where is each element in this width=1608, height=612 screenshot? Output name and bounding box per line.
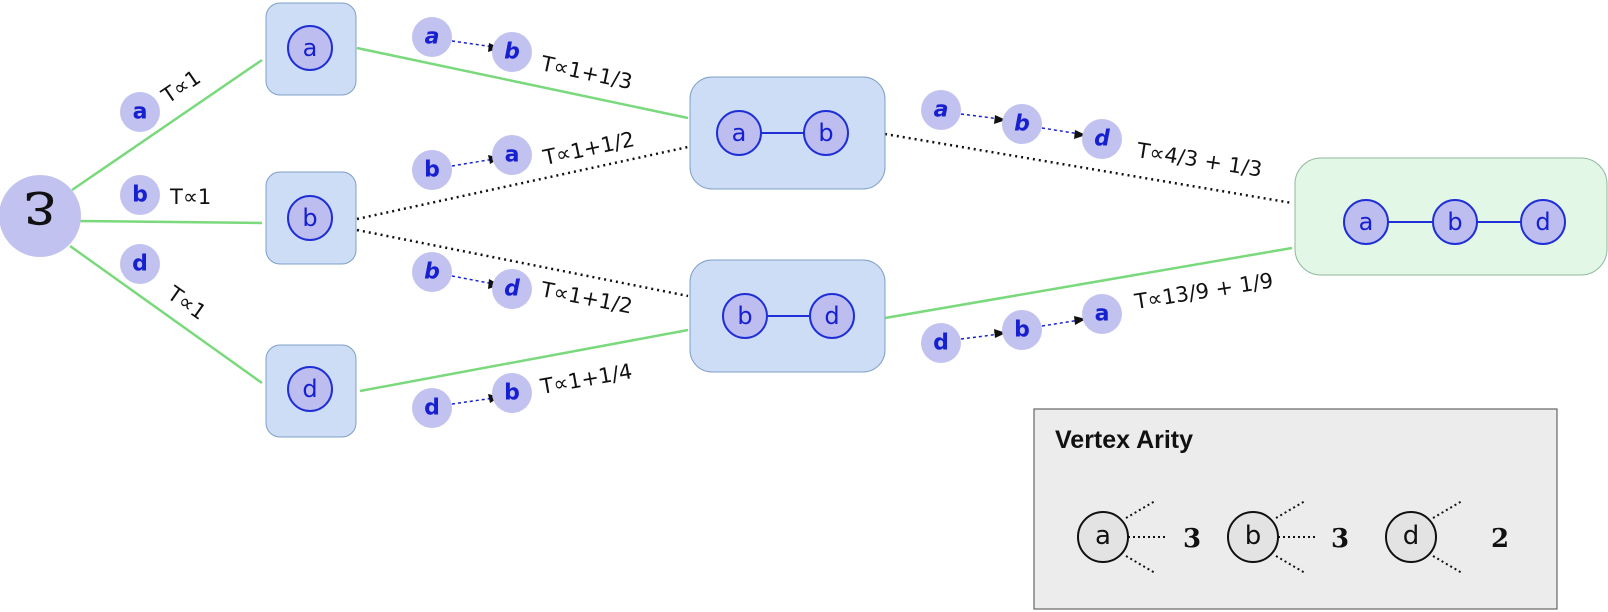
state-b: b bbox=[265, 171, 357, 265]
state-b-vertex: b bbox=[302, 204, 317, 232]
legend: Vertex Arity a 3 b 3 d 2 bbox=[1033, 408, 1558, 610]
edge-b-ab bbox=[356, 145, 689, 221]
edge-d-bd bbox=[359, 328, 689, 393]
cost-b-bd: T∝1+1/2 bbox=[538, 277, 634, 318]
legend-item-d: d 2 bbox=[1385, 500, 1509, 574]
legend-arity-b: 3 bbox=[1331, 524, 1349, 554]
blob-eps-d: d bbox=[132, 252, 148, 277]
legend-vertex-a: a bbox=[1095, 521, 1111, 551]
sequence-a-b-top: a b bbox=[412, 17, 532, 72]
state-d: d bbox=[265, 344, 357, 438]
seq2-a: a bbox=[505, 143, 520, 168]
seq1-a: a bbox=[425, 25, 440, 50]
state-bd: b d bbox=[689, 259, 886, 373]
epsilon-symbol: ε bbox=[24, 178, 56, 251]
seq1-b: b bbox=[504, 40, 520, 65]
state-a-vertex: a bbox=[303, 34, 318, 62]
cost-b-ab: T∝1+1/2 bbox=[540, 127, 637, 170]
blob-eps-b: b bbox=[132, 183, 148, 208]
cost-ab-abd: T∝4/3 + 1/3 bbox=[1134, 138, 1264, 182]
sequence-d-b-a: d b a bbox=[921, 294, 1122, 363]
state-d-vertex: d bbox=[302, 375, 317, 403]
epsilon-root: ε bbox=[0, 175, 81, 257]
state-abd-vertex-a: a bbox=[1359, 208, 1374, 236]
seq4-d: d bbox=[424, 396, 440, 421]
edge-eps-b bbox=[75, 219, 263, 225]
legend-vertex-b: b bbox=[1245, 521, 1262, 551]
legend-item-a: a 3 bbox=[1077, 500, 1201, 574]
cost-a-ab: T∝1+1/3 bbox=[538, 51, 635, 94]
legend-item-b: b 3 bbox=[1227, 500, 1349, 574]
edge-eps-d bbox=[69, 244, 263, 385]
seq5-b: b bbox=[1014, 112, 1030, 137]
state-abd: a b d bbox=[1294, 157, 1608, 276]
edge-bd-abd bbox=[884, 246, 1293, 320]
seq6-d: d bbox=[933, 331, 949, 356]
edges bbox=[69, 46, 1293, 393]
seq5-a: a bbox=[934, 98, 949, 123]
state-bd-vertex-b: b bbox=[737, 302, 752, 330]
legend-title: Vertex Arity bbox=[1055, 426, 1193, 454]
sequence-a-b-d: a b d bbox=[921, 90, 1122, 159]
edge-b-bd bbox=[356, 228, 689, 298]
eps-edge-labels: a b d bbox=[120, 92, 160, 284]
seq6-b: b bbox=[1014, 318, 1030, 343]
sequence-d-b: d b bbox=[412, 373, 532, 428]
state-bd-vertex-d: d bbox=[824, 302, 839, 330]
seq5-d: d bbox=[1094, 127, 1110, 152]
state-abd-vertex-b: b bbox=[1447, 208, 1462, 236]
cost-eps-b: T∝1 bbox=[169, 185, 211, 209]
state-ab-vertex-b: b bbox=[818, 119, 833, 147]
cost-eps-a: T∝1 bbox=[157, 65, 205, 108]
sequence-b-a: b a bbox=[412, 135, 532, 190]
cost-bd-abd: T∝13/9 + 1/9 bbox=[1132, 268, 1275, 314]
legend-arity-a: 3 bbox=[1183, 524, 1201, 554]
seq3-b: b bbox=[424, 260, 440, 285]
sequence-b-d: b d bbox=[412, 252, 532, 309]
seq2-b: b bbox=[424, 158, 440, 183]
state-ab-vertex-a: a bbox=[732, 119, 747, 147]
state-abd-vertex-d: d bbox=[1535, 208, 1550, 236]
edge-a-ab bbox=[356, 46, 689, 120]
state-ab: a b bbox=[689, 76, 886, 190]
legend-vertex-d: d bbox=[1403, 521, 1420, 551]
legend-panel bbox=[1033, 408, 1558, 610]
seq4-b: b bbox=[504, 381, 520, 406]
blob-eps-a: a bbox=[133, 100, 148, 125]
seq3-d: d bbox=[504, 277, 520, 302]
state-a: a bbox=[265, 2, 357, 96]
seq6-a: a bbox=[1095, 302, 1110, 327]
cost-d-bd: T∝1+1/4 bbox=[538, 359, 634, 399]
legend-arity-d: 2 bbox=[1491, 524, 1509, 554]
edge-eps-a bbox=[71, 58, 263, 192]
